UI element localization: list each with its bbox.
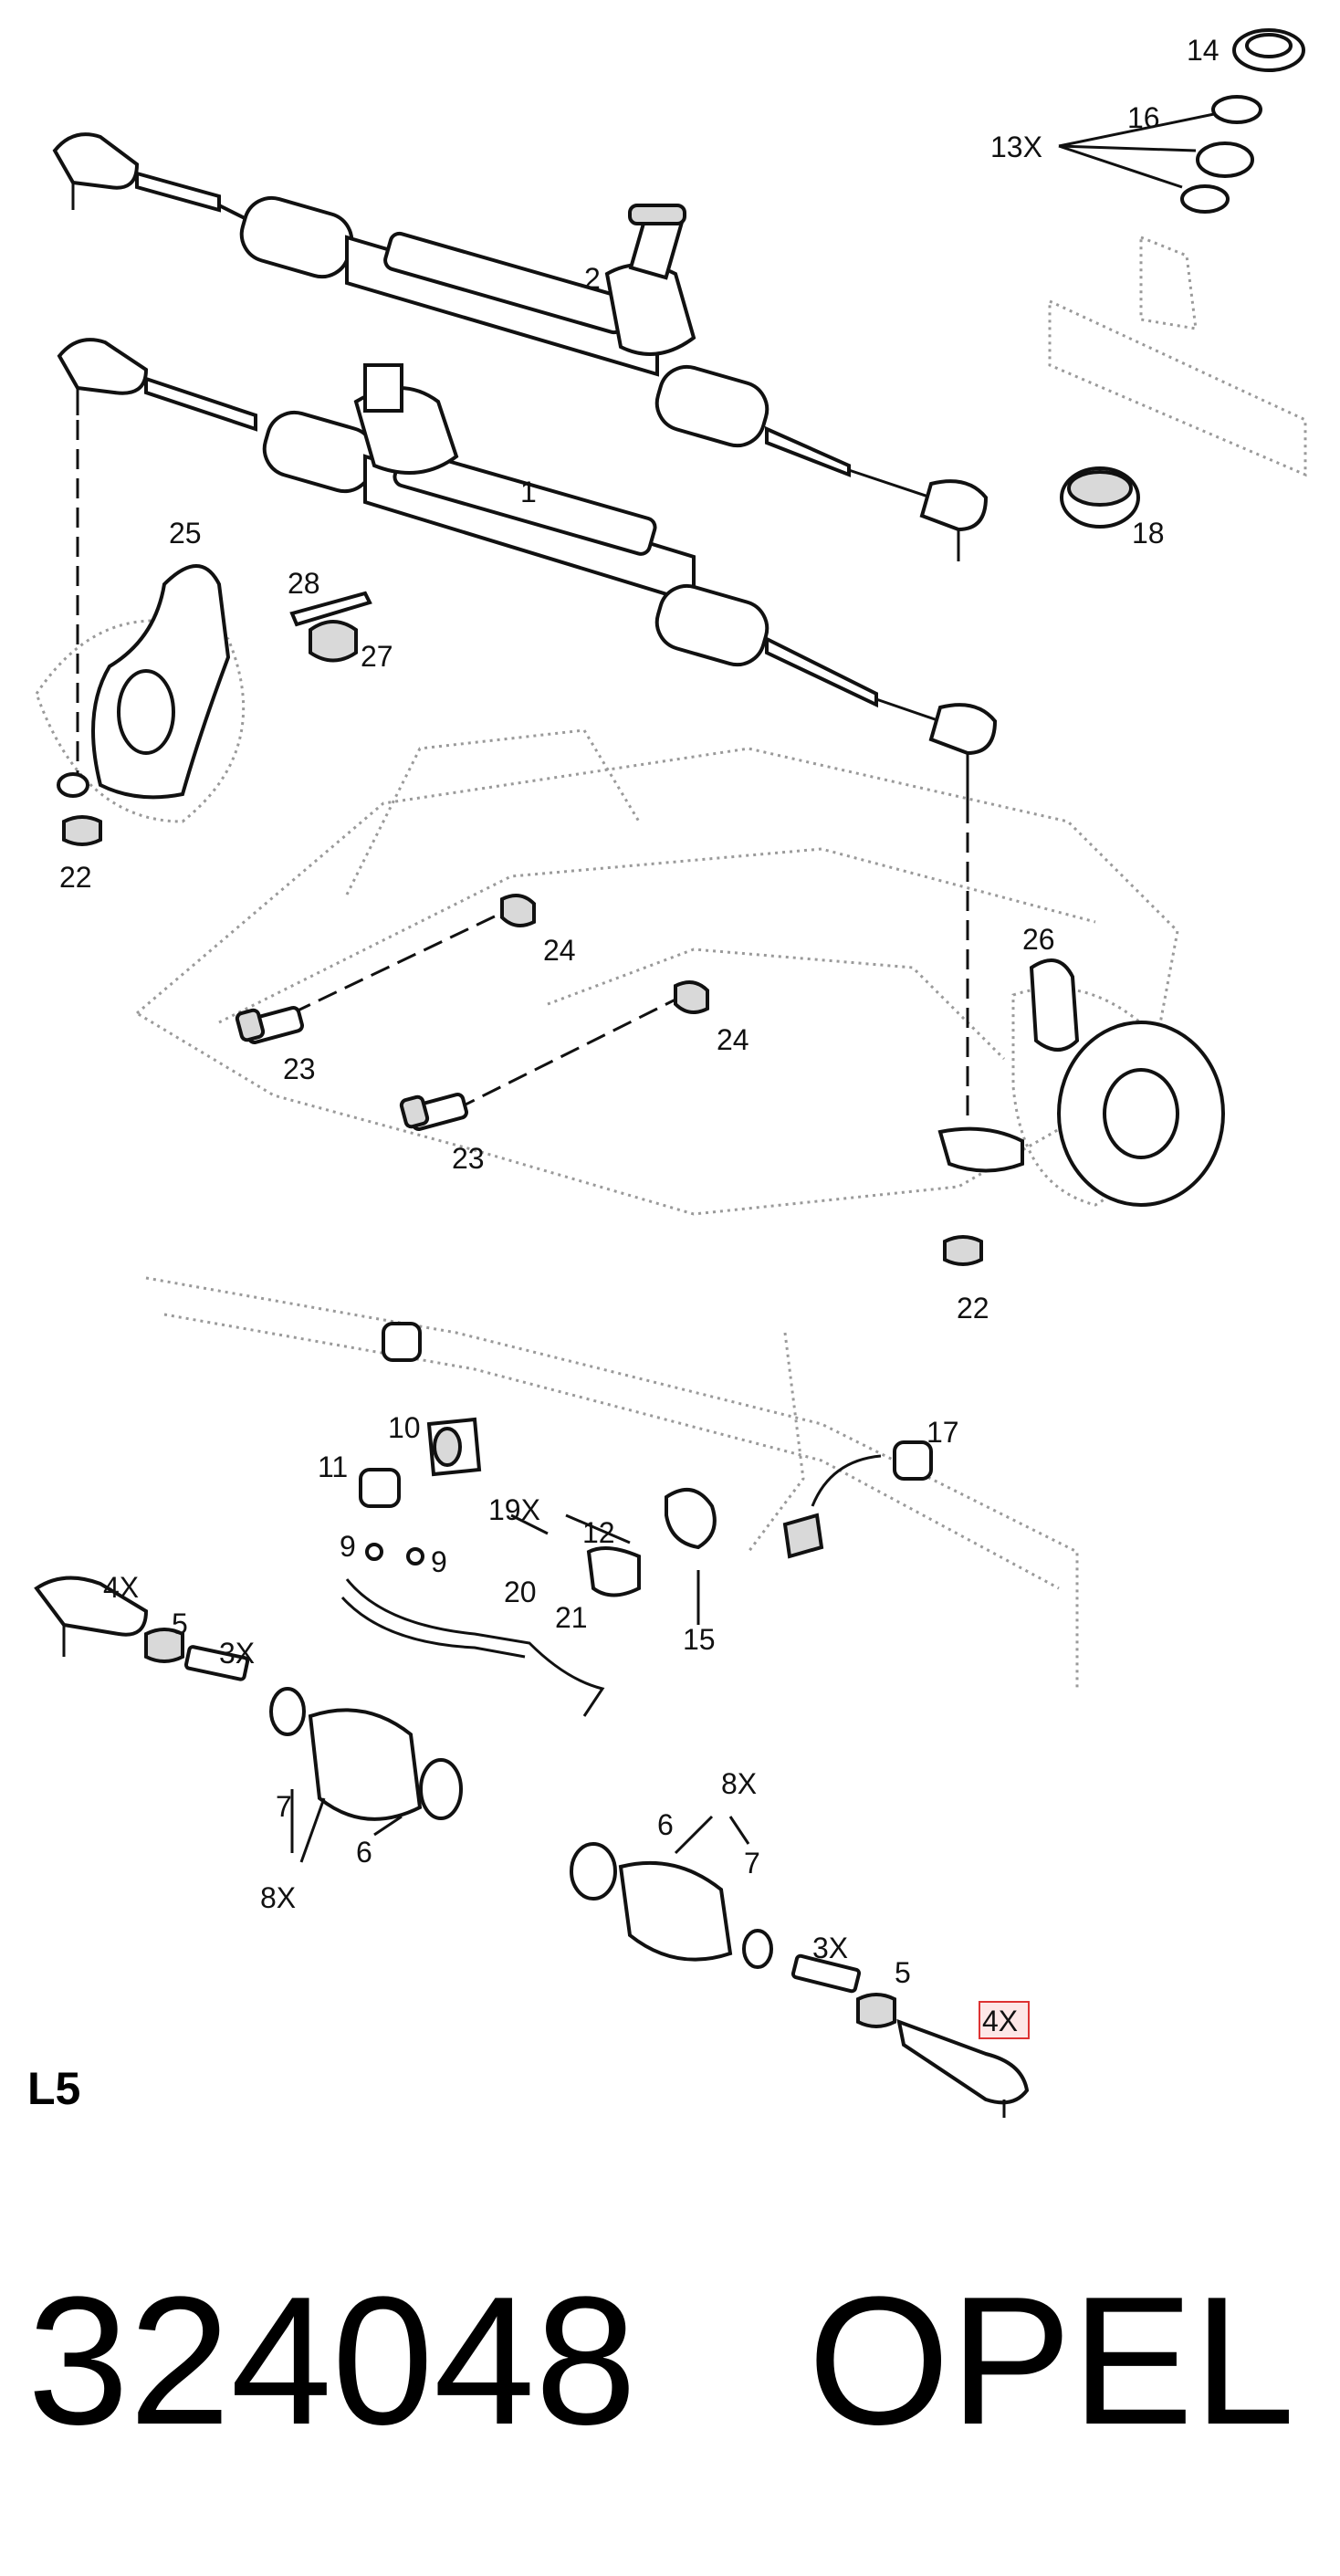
catalog-number: 324048 [27, 2259, 636, 2463]
callout-23-upper: 23 [283, 1052, 316, 1085]
knuckle-and-fasteners [57, 420, 1024, 1266]
tie-rod-set-left [34, 1576, 463, 1821]
callout-3x-left: 3X [219, 1637, 255, 1670]
callout-6-right: 6 [657, 1808, 674, 1841]
callout-25: 25 [169, 517, 202, 550]
callout-4x-highlighted[interactable]: 4X [979, 2001, 1030, 2039]
callout-1: 1 [520, 476, 537, 508]
callout-26: 26 [1022, 923, 1055, 956]
callout-24-lower: 24 [717, 1023, 749, 1056]
steering-rack-lower [57, 338, 998, 803]
callout-24-upper: 24 [543, 934, 576, 967]
section-code: L5 [27, 2063, 80, 2114]
callout-3x-right: 3X [812, 1932, 848, 1964]
callout-4x-right: 4X [982, 2005, 1018, 2037]
callout-21: 21 [555, 1601, 588, 1634]
rack-small-parts [340, 1322, 933, 1717]
callout-labels: 14 16 13X 18 2 1 25 28 27 22 22 22 24 24… [59, 34, 1220, 2039]
callout-13x: 13X [990, 131, 1042, 163]
callout-16: 16 [1127, 101, 1160, 134]
steering-rack-upper [52, 132, 989, 561]
callout-15: 15 [683, 1623, 716, 1656]
callout-8x-right: 8X [721, 1767, 757, 1800]
callout-23-lower: 23 [452, 1142, 485, 1175]
callout-7-right: 7 [744, 1847, 760, 1880]
callout-9-left: 9 [340, 1530, 356, 1563]
callout-6-left: 6 [356, 1836, 372, 1869]
callout-20: 20 [504, 1576, 537, 1608]
tie-rod-set-right [570, 1842, 1030, 2118]
callout-12: 12 [582, 1516, 615, 1549]
callout-5-left: 5 [172, 1607, 188, 1640]
mounting-bolts [235, 894, 1225, 1207]
callout-8x-left: 8X [260, 1881, 296, 1914]
callout-5-right: 5 [895, 1956, 911, 1989]
callout-19x: 19X [488, 1493, 540, 1526]
callout-17: 17 [926, 1416, 959, 1449]
callout-18: 18 [1132, 517, 1165, 550]
callout-leaders [290, 112, 1215, 1863]
callout-4x-left: 4X [103, 1571, 139, 1604]
brand-name: OPEL [808, 2259, 1295, 2463]
callout-27: 27 [361, 640, 393, 673]
callout-14: 14 [1187, 34, 1220, 67]
callout-9-right: 9 [431, 1545, 447, 1578]
callout-22-left: 22 [59, 861, 92, 894]
callout-22-right: 22 [957, 1292, 989, 1325]
callout-11: 11 [318, 1450, 348, 1483]
callout-10: 10 [388, 1411, 421, 1444]
callout-28: 28 [288, 567, 320, 600]
callout-2: 2 [584, 262, 601, 295]
callout-7-left: 7 [276, 1790, 292, 1823]
pinion-seal-inset [1048, 28, 1307, 529]
